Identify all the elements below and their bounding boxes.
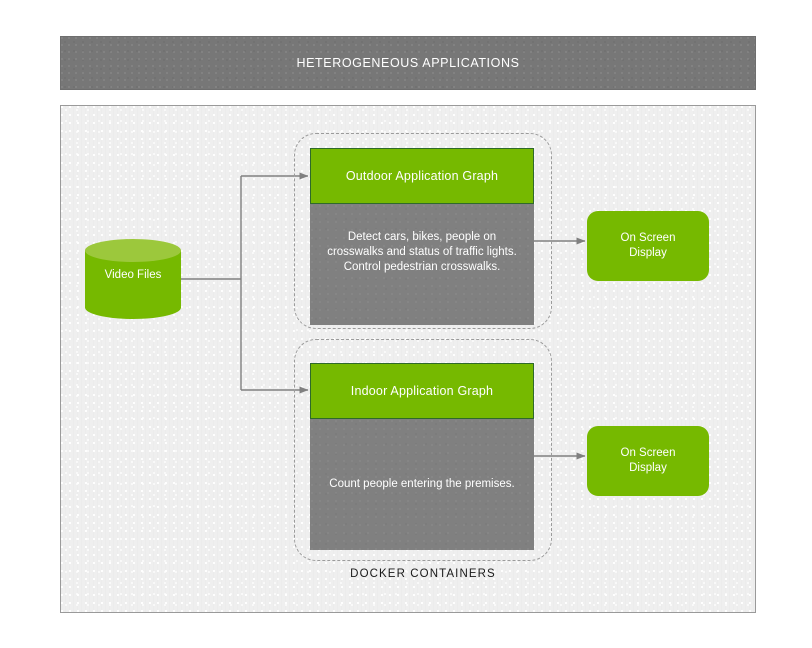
indoor-app-body: Count people entering the premises. — [310, 419, 534, 550]
outdoor-app-header-label: Outdoor Application Graph — [345, 169, 499, 183]
docker-container-indoor — [294, 339, 552, 561]
indoor-application-graph-box[interactable]: Indoor Application Graph Count people en… — [310, 363, 534, 550]
outdoor-app-header: Outdoor Application Graph — [310, 148, 534, 204]
indoor-app-header-label: Indoor Application Graph — [350, 384, 494, 398]
on-screen-display-outdoor-label: On Screen Display — [620, 232, 676, 259]
docker-container-outdoor — [294, 133, 552, 329]
on-screen-display-outdoor[interactable]: On Screen Display — [587, 211, 709, 281]
outdoor-app-description: Detect cars, bikes, people on crosswalks… — [327, 231, 517, 273]
video-files-cylinder[interactable]: Video Files — [85, 239, 181, 319]
indoor-app-description: Count people entering the premises. — [329, 478, 515, 490]
outdoor-app-body: Detect cars, bikes, people on crosswalks… — [310, 204, 534, 325]
cylinder-top-ellipse — [85, 239, 181, 262]
video-files-label: Video Files — [104, 269, 162, 281]
on-screen-display-indoor[interactable]: On Screen Display — [587, 426, 709, 496]
docker-containers-label: DOCKER CONTAINERS — [350, 568, 496, 580]
diagram-canvas: DOCKER CONTAINERS Video Files Outdoor Ap… — [60, 105, 756, 613]
indoor-app-header: Indoor Application Graph — [310, 363, 534, 419]
header-bar-title: HETEROGENEOUS APPLICATIONS — [296, 56, 520, 70]
header-bar: HETEROGENEOUS APPLICATIONS — [60, 36, 756, 90]
on-screen-display-indoor-label: On Screen Display — [620, 447, 676, 474]
outdoor-application-graph-box[interactable]: Outdoor Application Graph Detect cars, b… — [310, 148, 534, 325]
